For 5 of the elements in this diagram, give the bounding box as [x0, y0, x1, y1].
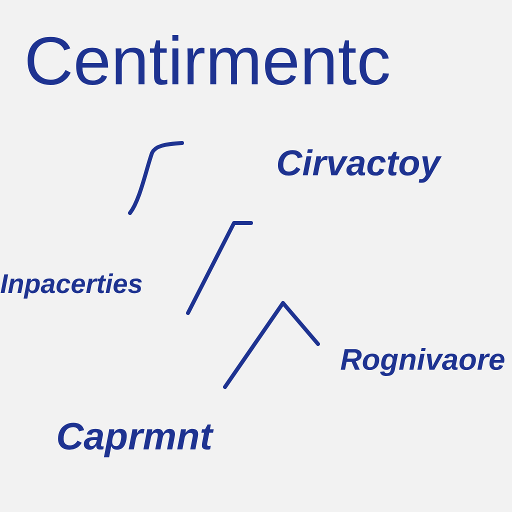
- handwritten-label: Inpacerties: [0, 273, 142, 299]
- handwritten-label: Caprmnt: [58, 422, 214, 458]
- handwritten-label: Rognivaore: [340, 348, 504, 376]
- title: Centirmentc: [28, 35, 389, 85]
- handwritten-label: Cirvactoy: [278, 149, 442, 183]
